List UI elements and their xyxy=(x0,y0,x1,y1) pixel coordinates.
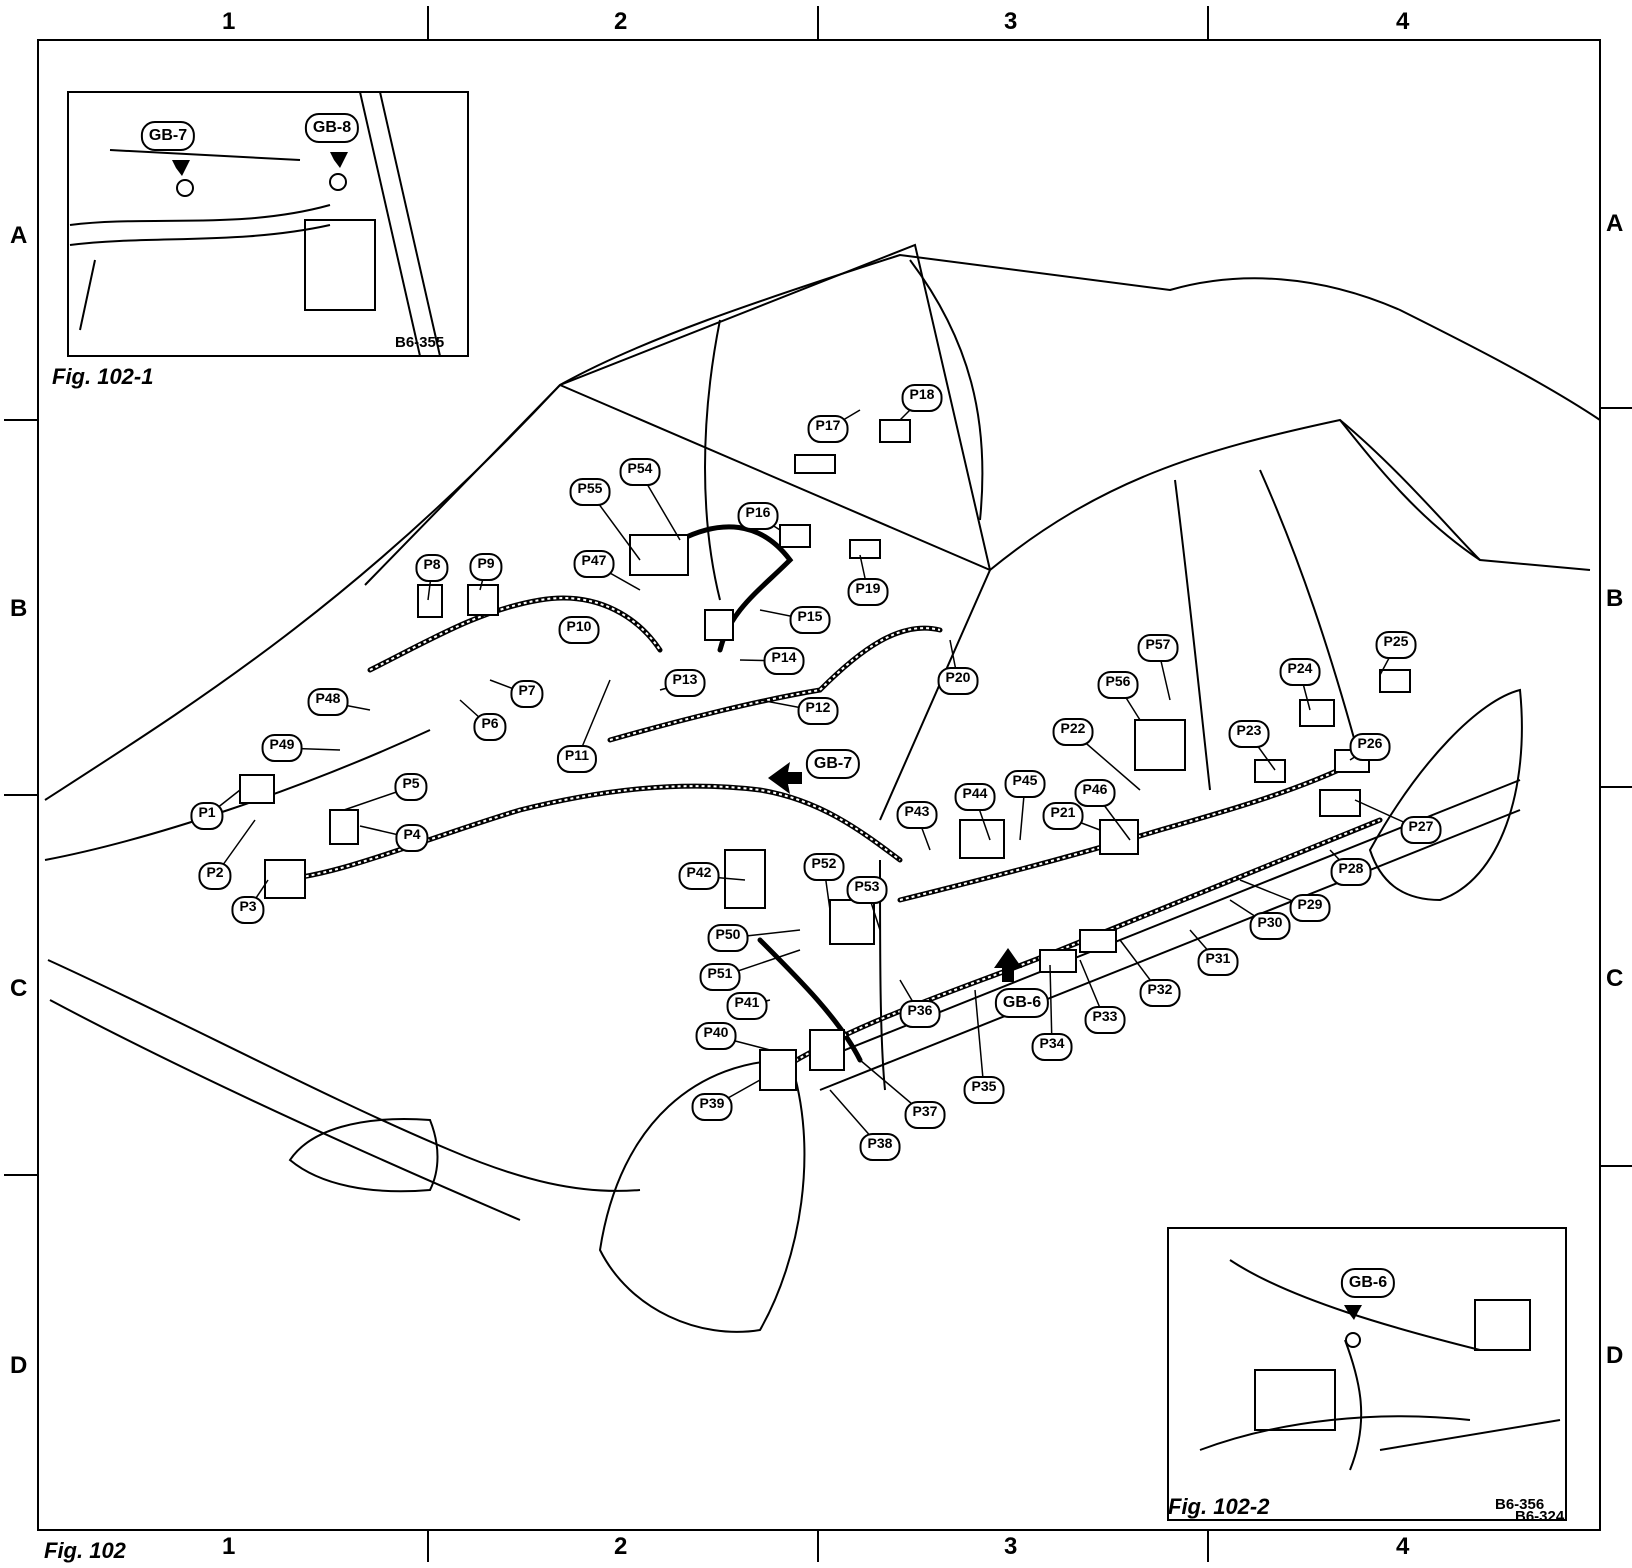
connector-callout-p7: P7 xyxy=(510,680,544,708)
connector-callout-p39: P39 xyxy=(691,1093,733,1121)
inset-2-ground-gb-6: GB-6 xyxy=(1340,1268,1396,1298)
connector-callout-p15: P15 xyxy=(789,606,831,634)
connector-callout-p42: P42 xyxy=(678,862,720,890)
connector-callout-p28: P28 xyxy=(1330,858,1372,886)
inset-1-code: B6-355 xyxy=(395,334,445,351)
connector-callout-p49: P49 xyxy=(261,734,303,762)
connector-callout-p32: P32 xyxy=(1139,979,1181,1007)
connector-callout-p26: P26 xyxy=(1349,733,1391,761)
connector-callout-p55: P55 xyxy=(569,478,611,506)
wiring-harness-core xyxy=(269,597,1381,1071)
connector-callout-p18: P18 xyxy=(901,384,943,412)
connector-callout-p21: P21 xyxy=(1042,802,1084,830)
connector-callout-p56: P56 xyxy=(1097,671,1139,699)
grid-row-d-right: D xyxy=(1606,1342,1624,1369)
connector-callout-p2: P2 xyxy=(198,862,232,890)
connector-callout-p6: P6 xyxy=(473,713,507,741)
inset-1-caption: Fig. 102-1 xyxy=(52,364,154,389)
connector-callout-p31: P31 xyxy=(1197,948,1239,976)
connector-callout-p30: P30 xyxy=(1249,912,1291,940)
connector-callout-p33: P33 xyxy=(1084,1006,1126,1034)
ground-gb-7: GB-7 xyxy=(805,749,861,779)
ground-gb-6: GB-6 xyxy=(994,988,1050,1018)
connector-callout-p17: P17 xyxy=(807,415,849,443)
connector-callout-p10: P10 xyxy=(558,616,600,644)
grid-ticks xyxy=(4,6,1632,1562)
grid-row-b-left: B xyxy=(10,595,28,622)
grid-col-3-bottom: 3 xyxy=(1004,1533,1018,1560)
grid-col-1-bottom: 1 xyxy=(222,1533,236,1560)
connector-callout-p48: P48 xyxy=(307,688,349,716)
connector-bodies xyxy=(239,419,1411,1091)
connector-callout-p16: P16 xyxy=(737,502,779,530)
grid-row-a-left: A xyxy=(10,222,28,249)
connector-callout-p44: P44 xyxy=(954,783,996,811)
connector-callout-p9: P9 xyxy=(469,553,503,581)
connector-callout-p19: P19 xyxy=(847,578,889,606)
inset-2-code: B6-356 xyxy=(1495,1496,1545,1513)
inset-1-ground-gb-7: GB-7 xyxy=(140,121,196,151)
grid-row-c-right: C xyxy=(1606,965,1624,992)
connector-callout-p35: P35 xyxy=(963,1076,1005,1104)
inset-fig-102-1 xyxy=(67,91,469,357)
car-body-outline xyxy=(44,243,1601,1333)
grid-row-b-right: B xyxy=(1606,585,1624,612)
connector-callout-p40: P40 xyxy=(695,1022,737,1050)
figure-caption: Fig. 102 xyxy=(44,1538,126,1563)
grid-col-2-bottom: 2 xyxy=(614,1533,628,1560)
connector-callout-p37: P37 xyxy=(904,1101,946,1129)
connector-callout-p14: P14 xyxy=(763,647,805,675)
connector-callout-p53: P53 xyxy=(846,876,888,904)
connector-callout-p5: P5 xyxy=(394,773,428,801)
connector-callout-p29: P29 xyxy=(1289,894,1331,922)
connector-callout-p43: P43 xyxy=(896,801,938,829)
connector-callout-p57: P57 xyxy=(1137,634,1179,662)
ground-arrows xyxy=(768,762,1022,982)
connector-callout-p22: P22 xyxy=(1052,718,1094,746)
connector-callout-p13: P13 xyxy=(664,669,706,697)
connector-callout-p20: P20 xyxy=(937,667,979,695)
figure-code: B6-324 xyxy=(1515,1508,1565,1525)
grid-row-a-right: A xyxy=(1606,210,1624,237)
connector-callout-p46: P46 xyxy=(1074,779,1116,807)
connector-callout-p24: P24 xyxy=(1279,658,1321,686)
connector-callout-p25: P25 xyxy=(1375,631,1417,659)
grid-row-d-left: D xyxy=(10,1352,28,1379)
grid-col-4-top: 4 xyxy=(1396,8,1410,35)
connector-callout-p36: P36 xyxy=(899,1000,941,1028)
connector-callout-p3: P3 xyxy=(231,896,265,924)
grid-col-3-top: 3 xyxy=(1004,8,1018,35)
connector-callout-p12: P12 xyxy=(797,697,839,725)
connector-callout-p34: P34 xyxy=(1031,1033,1073,1061)
grid-col-4-bottom: 4 xyxy=(1396,1533,1410,1560)
connector-callout-p45: P45 xyxy=(1004,770,1046,798)
grid-col-2-top: 2 xyxy=(614,8,628,35)
connector-callout-p11: P11 xyxy=(556,745,598,773)
connector-callout-p27: P27 xyxy=(1400,816,1442,844)
connector-callout-p50: P50 xyxy=(707,924,749,952)
connector-callout-p8: P8 xyxy=(415,554,449,582)
grid-col-1-top: 1 xyxy=(222,8,236,35)
connector-callout-p4: P4 xyxy=(395,824,429,852)
connector-callout-p47: P47 xyxy=(573,550,615,578)
connector-callout-p38: P38 xyxy=(859,1133,901,1161)
connector-callout-p23: P23 xyxy=(1228,720,1270,748)
connector-callout-p1: P1 xyxy=(190,802,224,830)
leader-p35 xyxy=(974,989,985,1091)
connector-callout-p54: P54 xyxy=(619,458,661,486)
connector-callout-p51: P51 xyxy=(699,963,741,991)
connector-callout-p52: P52 xyxy=(803,853,845,881)
inset-2-caption: Fig. 102-2 xyxy=(1168,1494,1270,1519)
connector-callout-p41: P41 xyxy=(726,992,768,1020)
grid-row-c-left: C xyxy=(10,975,28,1002)
inset-1-ground-gb-8: GB-8 xyxy=(304,113,360,143)
